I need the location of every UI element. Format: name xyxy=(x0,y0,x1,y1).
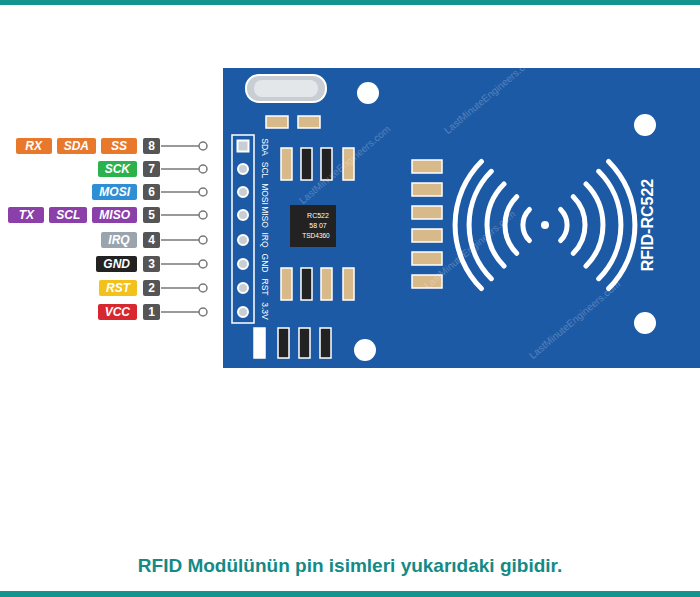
board-name: RFID-RC522 xyxy=(640,179,656,271)
pin-name-badge: VCC xyxy=(98,304,137,320)
pin-label: SCK xyxy=(105,162,130,176)
pin-name-badge: TX xyxy=(8,207,44,223)
pin-label: 6 xyxy=(148,185,155,199)
pin-label: 5 xyxy=(148,208,155,222)
pin-name-badge: SCL xyxy=(49,207,87,223)
pin-label: 7 xyxy=(148,162,155,176)
pin-name-badge: MISO xyxy=(92,207,137,223)
silk-pin-name: MISO xyxy=(261,206,270,228)
chip-marking: TSD4360 xyxy=(302,233,329,240)
bottom-bar xyxy=(0,591,700,597)
pin-label: 3 xyxy=(148,257,155,271)
mounting-holes xyxy=(354,82,656,361)
pin-holes xyxy=(238,141,249,318)
antenna-arcs xyxy=(455,161,635,288)
pin-number: 8 xyxy=(143,138,160,154)
pin-name-badge: MOSI xyxy=(92,184,137,200)
caption: RFID Modülünün pin isimleri yukarıdaki g… xyxy=(0,555,700,577)
silk-pin-name: SDA xyxy=(261,138,270,155)
pin-name-badge: GND xyxy=(96,256,137,272)
antenna-center xyxy=(541,221,549,229)
crystal-top xyxy=(254,80,318,97)
silk-pin-name: 3.3V xyxy=(261,302,270,320)
pin-number: 1 xyxy=(143,304,160,320)
pin-label: VCC xyxy=(105,305,130,319)
silk-pin-name: MOSI xyxy=(261,183,270,205)
crystal xyxy=(246,75,326,102)
chip-marking: RC522 xyxy=(307,212,329,219)
silk-pin-name: RST xyxy=(261,279,270,296)
pin-number: 3 xyxy=(143,256,160,272)
pin-name-badge: SCK xyxy=(98,161,137,177)
pin-label: MOSI xyxy=(99,185,130,199)
pin-label: 1 xyxy=(148,305,155,319)
pin-name-badge: IRQ xyxy=(101,232,137,248)
pin-number: 4 xyxy=(143,232,160,248)
pin-name-badge: SDA xyxy=(57,138,96,154)
pin-label: RX xyxy=(25,139,42,153)
smd-parts xyxy=(254,116,442,358)
pin-number: 5 xyxy=(143,207,160,223)
pin-header xyxy=(232,135,254,323)
top-bar xyxy=(0,0,700,5)
pin-label: IRQ xyxy=(108,233,129,247)
pin-number: 7 xyxy=(143,161,160,177)
pin-label: RST xyxy=(106,281,130,295)
chip-marking: 58 07 xyxy=(309,222,327,229)
pin-label: GND xyxy=(103,257,130,271)
silk-pin-name: GND xyxy=(261,254,270,273)
pin-dots xyxy=(199,142,207,316)
pin-label: SCL xyxy=(56,208,80,222)
pin-number: 2 xyxy=(143,280,160,296)
pin-name-badge: RX xyxy=(16,138,52,154)
pin-label: 2 xyxy=(148,281,155,295)
silk-pin-name: SCL xyxy=(261,162,270,179)
pin-label: SDA xyxy=(64,139,89,153)
pin-label: SS xyxy=(111,139,127,153)
pin-name-badge: RST xyxy=(99,280,137,296)
silk-pin-name: IRQ xyxy=(261,232,270,247)
pin-label: TX xyxy=(19,208,34,222)
pin-name-badge: SS xyxy=(101,138,137,154)
pin-label: MISO xyxy=(99,208,130,222)
pin-label: 4 xyxy=(148,233,155,247)
pin-label: 8 xyxy=(148,139,155,153)
pin-number: 6 xyxy=(143,184,160,200)
chip xyxy=(290,205,336,247)
leader-lines xyxy=(161,146,199,312)
